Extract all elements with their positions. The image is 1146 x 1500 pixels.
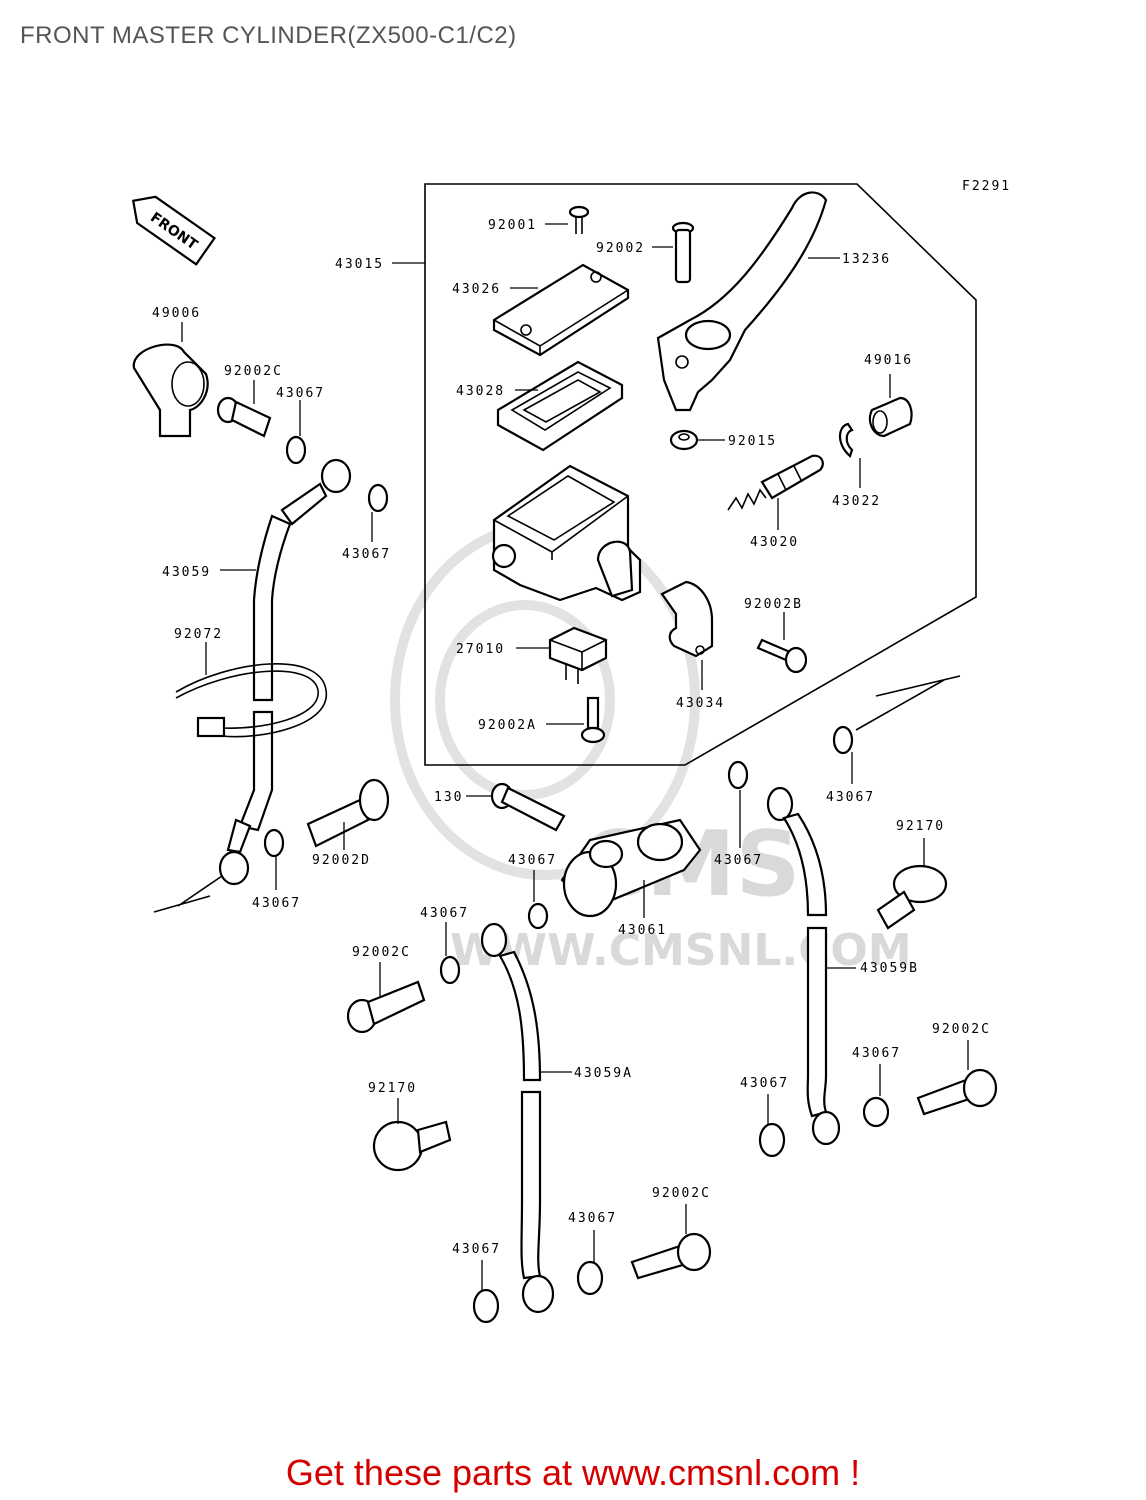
nut-icon [669,429,699,451]
brake-lever-icon [656,191,828,412]
label-92002A: 92002A [478,718,537,733]
washer-icon [862,1096,890,1128]
watermark: CMS WWW.CMSNL.COM [390,520,912,976]
brake-switch-icon [548,626,608,684]
label-43061: 43061 [618,923,667,938]
label-43067: 43067 [452,1242,501,1257]
diaphragm-icon [496,360,624,452]
bleeder-cap-icon [132,343,209,438]
washer-icon [472,1288,500,1324]
parts-diagram: CMS WWW.CMSNL.COM F2291 FRONT [131,179,1011,1324]
switch-screw-icon [580,696,606,744]
banjo-bolt-icon [916,1068,998,1116]
label-92001: 92001 [488,218,537,233]
label-43067: 43067 [342,547,391,562]
clamp-icon [660,580,714,658]
label-43059A: 43059A [574,1066,633,1081]
label-13236: 13236 [842,252,891,267]
brake-joint-icon [560,818,702,918]
brake-hose-icon [218,458,352,886]
label-92170: 92170 [368,1081,417,1096]
label-43015: 43015 [335,257,384,272]
reservoir-cap-icon [492,263,630,357]
label-92072: 92072 [174,627,223,642]
banjo-bolt-icon [216,396,272,438]
brake-hose-b-icon [766,786,841,1146]
label-92002D: 92002D [312,853,371,868]
front-arrow-icon: FRONT [131,195,217,266]
label-43020: 43020 [750,535,799,550]
label-43059: 43059 [162,565,211,580]
page-title: FRONT MASTER CYLINDER(ZX500-C1/C2) [20,22,517,49]
cta-link[interactable]: Get these parts at www.cmsnl.com ! [285,1452,861,1493]
label-92002C: 92002C [652,1186,711,1201]
label-49006: 49006 [152,306,201,321]
label-130: 130 [434,790,463,805]
label-92170: 92170 [896,819,945,834]
label-43067: 43067 [276,386,325,401]
label-43067: 43067 [852,1046,901,1061]
banjo-fitting-icon [876,864,948,930]
circlip-icon [838,422,854,458]
washer-icon [527,902,549,930]
pivot-bolt-icon [671,221,695,284]
label-43022: 43022 [832,494,881,509]
label-27010: 27010 [456,642,505,657]
piston-kit-icon [727,454,824,511]
union-bolt-icon [306,778,390,848]
label-43028: 43028 [456,384,505,399]
hose-clamp-icon [175,663,327,738]
washer-icon [285,435,307,465]
label-92002C: 92002C [224,364,283,379]
screw-icon [568,205,590,234]
washer-icon [758,1122,786,1158]
label-43026: 43026 [452,282,501,297]
label-43067: 43067 [508,853,557,868]
label-43067: 43067 [740,1076,789,1091]
assembly-outline [424,183,977,766]
label-43067: 43067 [252,896,301,911]
washer-icon [367,483,389,513]
master-cylinder-body-icon [491,464,642,602]
label-92015: 92015 [728,434,777,449]
label-92002B: 92002B [744,597,803,612]
washer-icon [727,760,749,790]
banjo-fitting-icon [372,1120,452,1172]
washer-icon [576,1260,604,1296]
label-43067: 43067 [714,853,763,868]
label-49016: 49016 [864,353,913,368]
label-43034: 43034 [676,696,725,711]
clamp-bolt-icon [756,638,808,674]
figure-code: F2291 [962,179,1011,194]
label-43059B: 43059B [860,961,919,976]
label-43067: 43067 [420,906,469,921]
brake-hose-a-icon [480,922,555,1314]
washer-icon [263,828,285,858]
banjo-bolt-icon [346,980,426,1034]
bolt-130-icon [490,782,566,832]
banjo-bolt-icon [630,1232,712,1280]
label-43067: 43067 [826,790,875,805]
label-43067: 43067 [568,1211,617,1226]
dust-boot-icon [868,396,913,438]
washer-icon [832,725,854,755]
label-92002C: 92002C [932,1022,991,1037]
label-92002: 92002 [596,241,645,256]
label-92002C: 92002C [352,945,411,960]
washer-icon [439,955,461,985]
